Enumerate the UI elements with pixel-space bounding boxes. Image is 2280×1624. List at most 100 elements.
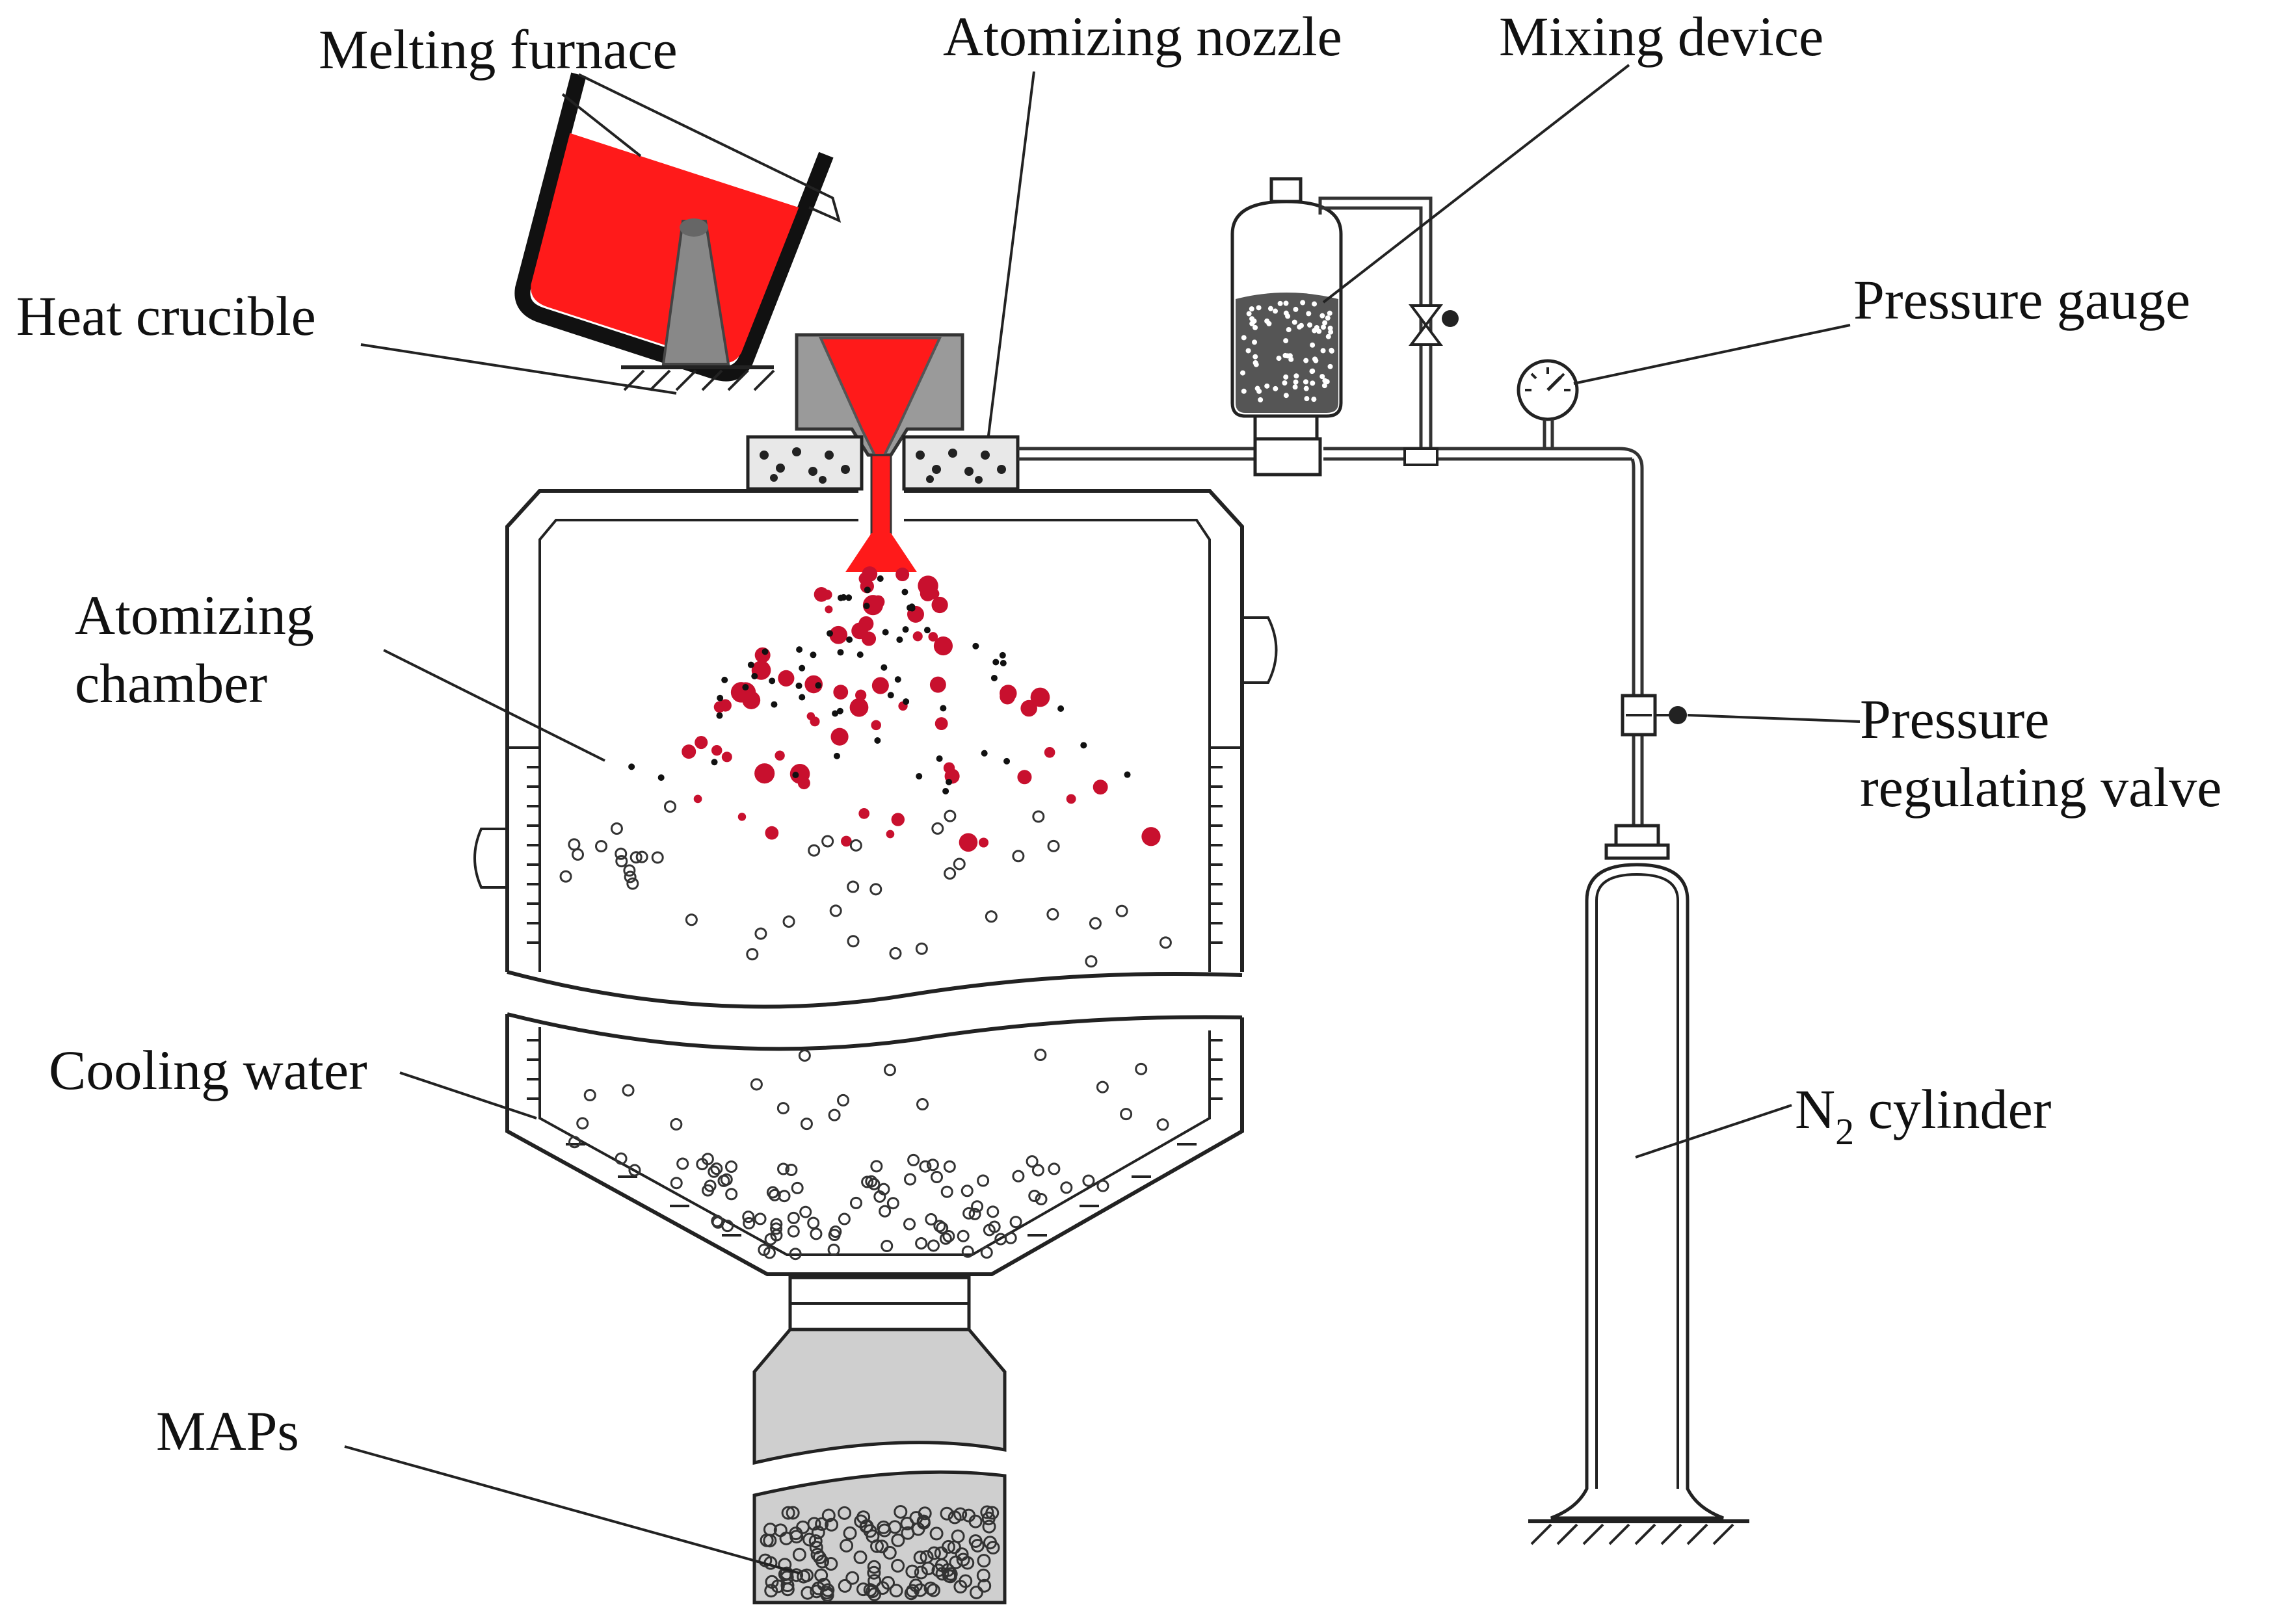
mixer-speck xyxy=(1286,327,1292,333)
powder-particle xyxy=(1096,1080,1109,1094)
mixer-speck xyxy=(1252,339,1258,345)
collected-particle xyxy=(863,1583,877,1597)
powder-particle xyxy=(1034,1049,1047,1062)
molten-droplet xyxy=(778,670,795,687)
collected-particle xyxy=(780,1582,795,1597)
melting-furnace xyxy=(514,72,842,391)
collected-particle xyxy=(913,1551,927,1565)
collected-particle xyxy=(824,1557,838,1571)
left-scale xyxy=(507,746,540,944)
collected-particle xyxy=(863,1524,877,1538)
collected-particle xyxy=(976,1568,990,1582)
gas-particle xyxy=(946,778,953,785)
molten-droplet xyxy=(830,727,849,746)
mixer-speck xyxy=(1273,308,1279,314)
powder-particle xyxy=(754,1212,767,1225)
molten-droplet xyxy=(719,699,732,712)
powder-particle xyxy=(789,1248,802,1261)
mixer-speck xyxy=(1276,356,1282,361)
collected-particle xyxy=(838,1506,852,1520)
mixer-speck xyxy=(1320,348,1326,354)
powder-particle xyxy=(942,1229,955,1242)
gas-particle xyxy=(837,594,844,601)
powder-particle xyxy=(865,1175,878,1188)
powder-particle xyxy=(829,904,842,917)
gas-particle xyxy=(657,774,665,781)
powder-particle xyxy=(615,847,628,860)
molten-droplet xyxy=(754,763,775,784)
powder-particle xyxy=(787,1225,800,1238)
molten-droplet xyxy=(1141,827,1161,846)
gas-particle xyxy=(771,701,778,708)
powder-particle xyxy=(931,1171,944,1184)
mixer-speck xyxy=(1249,306,1254,312)
mixer-speck xyxy=(1303,358,1309,363)
molten-droplet xyxy=(912,631,923,642)
collected-particle xyxy=(940,1506,954,1521)
collected-particle xyxy=(867,1560,881,1574)
mixer-speck xyxy=(1325,315,1331,321)
powder-particle xyxy=(622,1084,635,1097)
molten-droplet xyxy=(931,596,948,614)
cylinder-body xyxy=(1550,863,1724,1520)
powder-particle xyxy=(676,1157,689,1170)
gas-particle xyxy=(887,692,894,699)
atomizing-chamber xyxy=(473,489,1278,1276)
molten-droplet xyxy=(851,622,868,640)
powder-particle xyxy=(630,851,643,864)
gas-particle xyxy=(923,627,931,634)
powder-particle xyxy=(962,1207,975,1220)
mixer-cap xyxy=(1269,177,1303,203)
molten-droplet xyxy=(693,794,702,804)
collected-particle xyxy=(815,1517,829,1531)
powder-particle xyxy=(595,840,608,853)
powder-particle xyxy=(907,1153,920,1166)
powder-particle xyxy=(743,1217,756,1230)
mixer-speck xyxy=(1322,320,1328,326)
gas-particle xyxy=(903,698,910,705)
powder-particle xyxy=(770,1222,783,1235)
collected-particle xyxy=(825,1517,839,1532)
mixer-speck xyxy=(1282,380,1288,386)
label-atomizing-chamber-1: Atomizing xyxy=(75,584,314,646)
collected-particle xyxy=(856,1582,870,1597)
gas-particle xyxy=(717,694,724,701)
collected-particle xyxy=(773,1523,788,1538)
mixer-speck xyxy=(1327,310,1332,316)
powder-particle xyxy=(943,1160,956,1173)
mixer-speck xyxy=(1253,324,1258,330)
powder-particle xyxy=(838,1212,851,1225)
label-n2-cylinder: N2 cylinder xyxy=(1795,1078,2051,1153)
mixer-speck xyxy=(1292,384,1298,390)
gas-particle xyxy=(769,677,776,685)
powder-particle xyxy=(847,935,860,948)
molten-droplet xyxy=(855,689,867,701)
collected-particle xyxy=(944,1567,958,1581)
molten-droplet xyxy=(1017,770,1032,785)
molten-droplet xyxy=(849,698,869,717)
collected-particle xyxy=(918,1506,932,1521)
powder-particle xyxy=(944,809,957,822)
label-cooling-water: Cooling water xyxy=(49,1039,367,1101)
molten-droplet xyxy=(829,625,848,644)
powder-particle xyxy=(1031,1164,1044,1177)
collected-particle xyxy=(811,1525,825,1539)
powder-particle xyxy=(635,850,648,863)
collected-particle xyxy=(961,1556,975,1570)
powder-particle xyxy=(936,1222,949,1235)
molten-droplet xyxy=(943,762,955,774)
powder-particle xyxy=(651,851,664,864)
gas-particle xyxy=(711,759,718,766)
powder-particle xyxy=(849,839,862,852)
powder-particle xyxy=(869,883,882,896)
powder-particle xyxy=(915,942,928,955)
powder-particle xyxy=(881,1239,894,1252)
leader-lines xyxy=(344,64,1861,1575)
powder-particle xyxy=(968,1207,981,1220)
mixer-speck xyxy=(1310,342,1316,348)
powder-particle xyxy=(685,913,698,926)
left-port xyxy=(473,828,507,889)
collected-particle xyxy=(778,1558,792,1572)
powder-particle xyxy=(785,1163,798,1176)
